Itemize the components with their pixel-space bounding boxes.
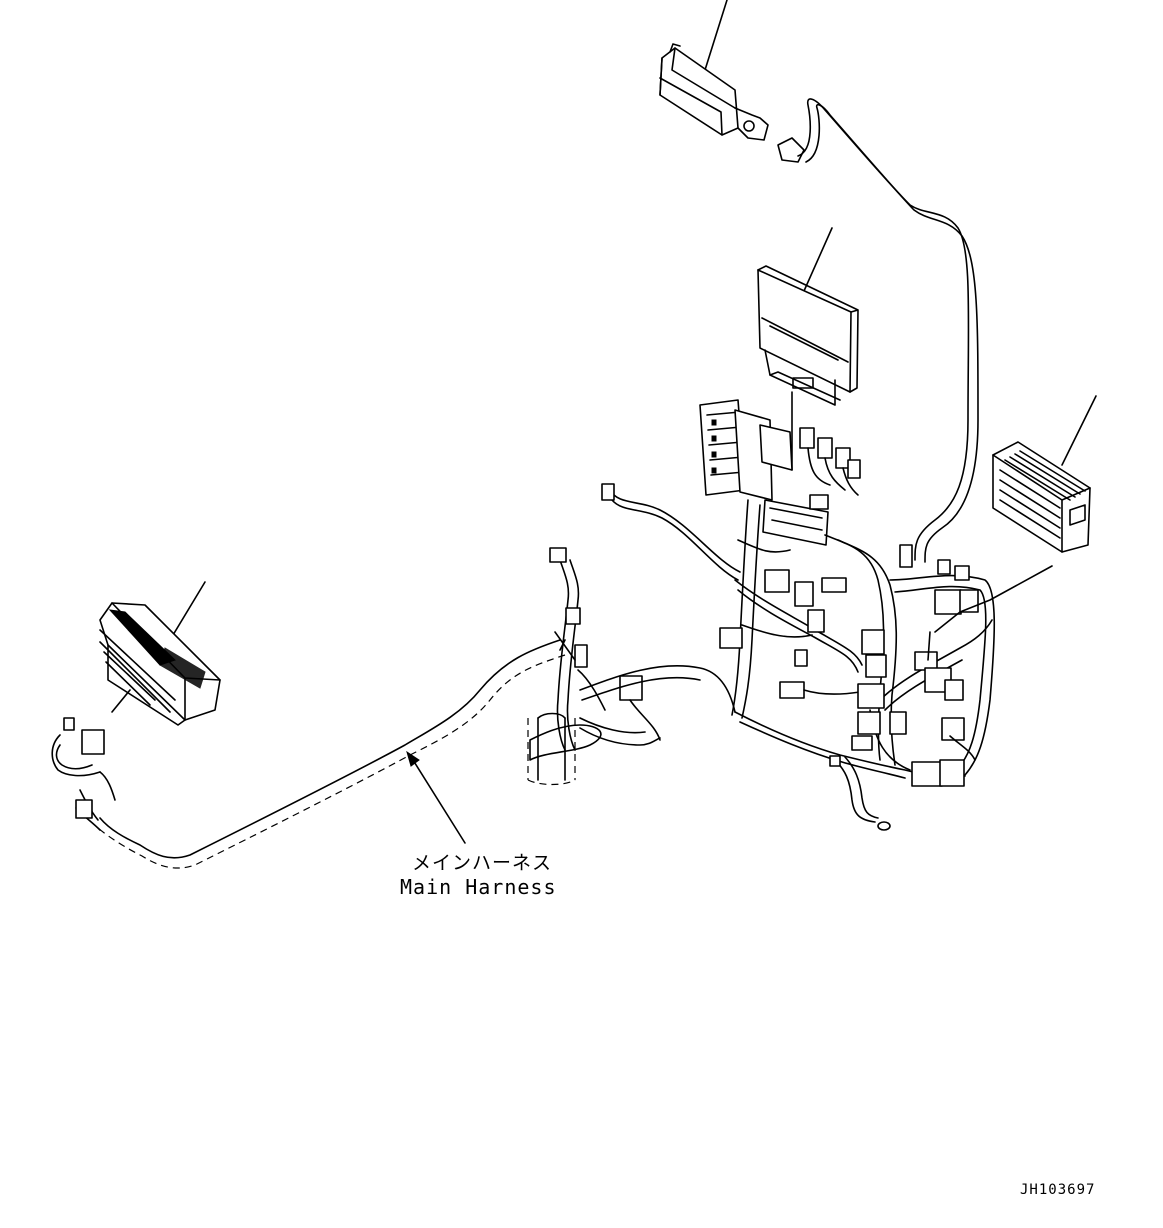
main-harness-label-jp: メインハーネス [412,852,553,874]
leader-arrow-icon [406,750,466,844]
fuse-relay-box-icon [699,399,861,546]
wire-harness-icon [797,98,979,563]
monitor-panel-icon [99,581,221,726]
main-harness-label-en: Main Harness [400,875,557,899]
connector-icon [719,544,979,787]
ground-terminal-icon [829,755,891,831]
drawing-number: JH103697 [1020,1182,1096,1198]
ecu-panel-icon [757,227,859,471]
controller-unit-icon [659,0,805,163]
pillar-icon [527,712,602,786]
wire-harness-icon [51,631,576,869]
power-module-icon [927,395,1097,661]
wire-harness-icon [549,483,741,751]
